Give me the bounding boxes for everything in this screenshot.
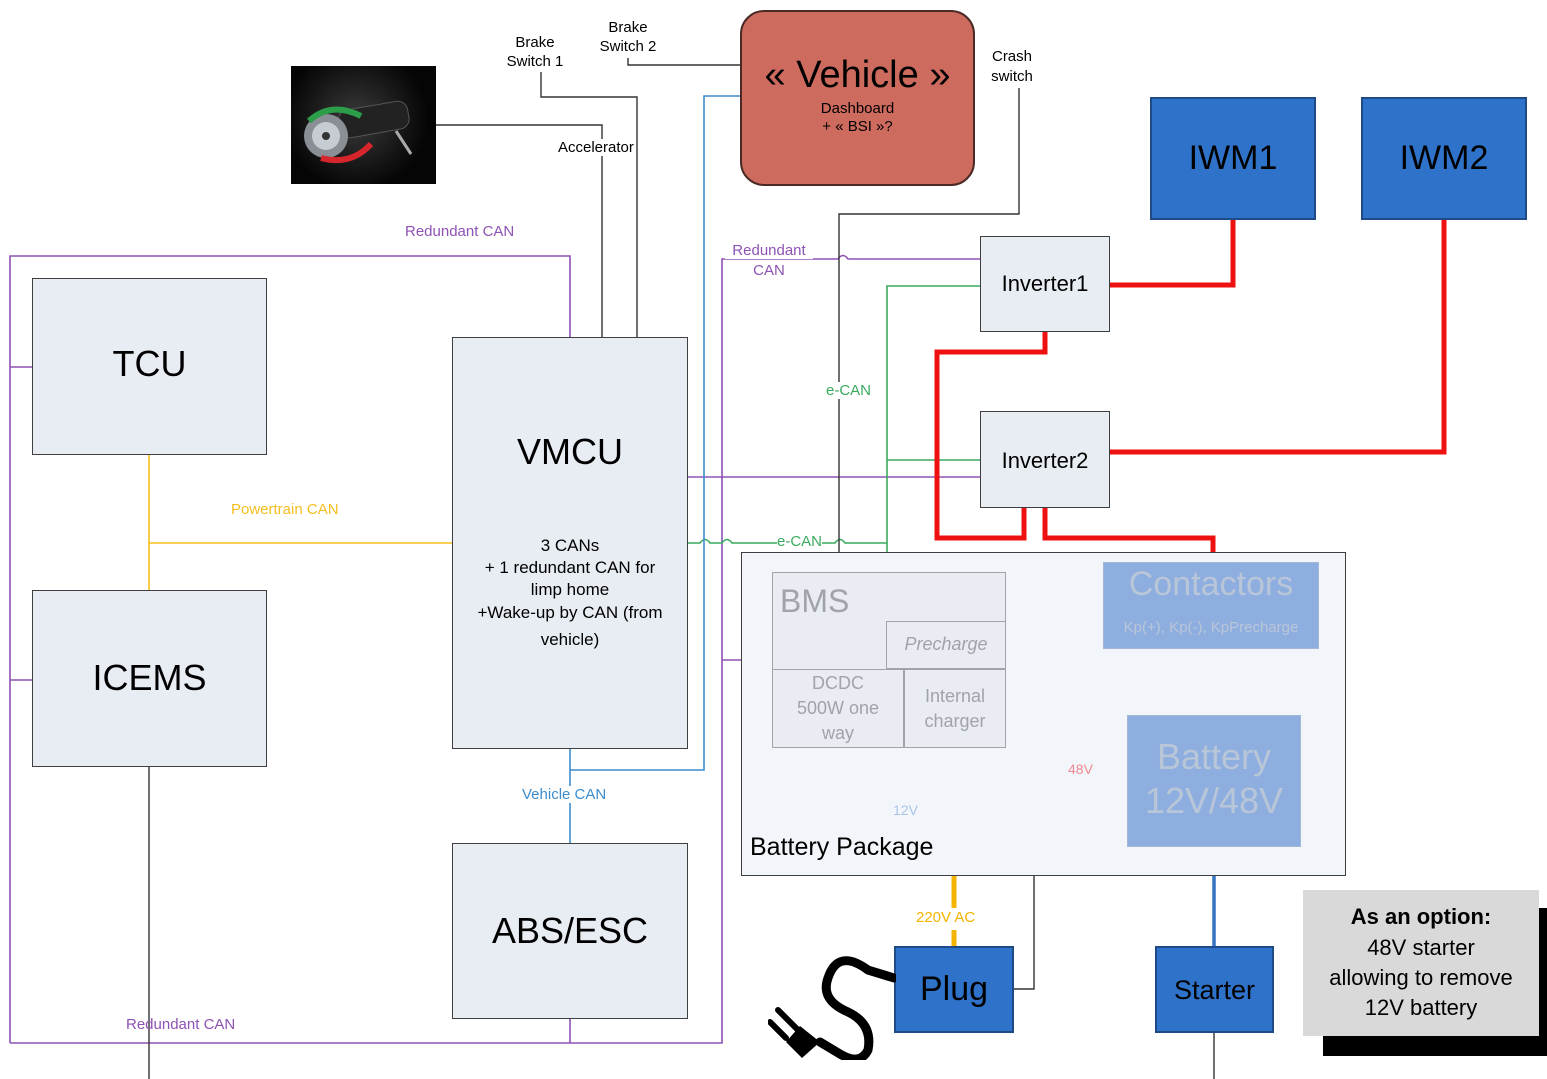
battery-line1: Battery [1128,736,1300,778]
option-note-line2: allowing to remove [1303,965,1539,991]
dcdc-line2: 500W one [773,698,903,719]
battery-package-label: Battery Package [750,833,933,862]
inverter2-box: Inverter2 [980,411,1110,508]
abs-esc-label: ABS/ESC [453,910,687,952]
starter-box: Starter [1155,946,1274,1033]
iwm1-box: IWM1 [1150,97,1316,220]
contactors-subtitle: Kp(+), Kp(-), KpPrecharge [1104,619,1318,636]
12v-label: 12V [893,802,918,818]
vmcu-line3: limp home [453,580,687,600]
brake-switch-2-label-a: Brake [593,19,663,36]
iwm2-label: IWM2 [1363,139,1525,178]
crash-switch-label-a: Crash [980,48,1044,65]
dcdc-line1: DCDC [773,673,903,694]
vmcu-line5: vehicle) [453,630,687,650]
inverter1-box: Inverter1 [980,236,1110,332]
plug-label: Plug [896,970,1012,1009]
vmcu-title: VMCU [453,431,687,473]
dcdc-line3: way [773,723,903,744]
charger-line2: charger [905,711,1005,732]
battery-box: Battery 12V/48V [1127,715,1301,847]
icems-label: ICEMS [33,657,266,699]
option-note: As an option: 48V starter allowing to re… [1303,890,1539,1036]
vehicle-box: « Vehicle » Dashboard + « BSI »? [740,10,975,186]
vehicle-can-label: Vehicle CAN [522,786,606,803]
brake-switch-2-label-b: Switch 2 [593,38,663,55]
iwm2-box: IWM2 [1361,97,1527,220]
abs-esc-box: ABS/ESC [452,843,688,1019]
vehicle-subtitle-dashboard: Dashboard [742,100,973,117]
option-note-line1: 48V starter [1303,935,1539,961]
charger-line1: Internal [905,686,1005,707]
precharge-box: Precharge [886,621,1006,669]
option-note-title: As an option: [1303,904,1539,930]
throttle-grip-icon [291,66,436,184]
contactors-title: Contactors [1104,565,1318,604]
redundant-can-mid-label-b: CAN [725,262,813,279]
accelerator-label: Accelerator [558,139,634,156]
powertrain-can-lines [149,455,452,590]
redundant-can-top-label: Redundant CAN [405,223,514,240]
vmcu-box: VMCU 3 CANs + 1 redundant CAN for limp h… [452,337,688,749]
220v-ac-label: 220V AC [916,909,975,926]
option-note-line3: 12V battery [1303,995,1539,1021]
redundant-can-mid-label-a: Redundant [725,242,813,259]
icems-box: ICEMS [32,590,267,767]
tcu-label: TCU [33,343,266,385]
inverter2-label: Inverter2 [981,448,1109,474]
vehicle-subtitle-bsi: + « BSI »? [742,118,973,135]
brake-switch-1-label-a: Brake [500,34,570,51]
iwm1-label: IWM1 [1152,139,1314,178]
starter-label: Starter [1157,975,1272,1006]
e-can-label-lower: e-CAN [777,533,822,550]
redundant-can-bottom-label: Redundant CAN [126,1016,235,1033]
battery-line2: 12V/48V [1128,780,1300,822]
brake-switch-1-label-b: Switch 1 [500,53,570,70]
tcu-box: TCU [32,278,267,455]
vehicle-title: « Vehicle » [742,54,973,97]
48v-label: 48V [1068,761,1093,777]
precharge-label: Precharge [887,634,1005,655]
contactors-box: Contactors Kp(+), Kp(-), KpPrecharge [1103,562,1319,649]
powertrain-can-label: Powertrain CAN [231,501,339,518]
e-can-label-upper: e-CAN [826,382,871,399]
bms-label: BMS [780,583,849,620]
internal-charger-box: Internal charger [904,669,1006,748]
plug-box: Plug [894,946,1014,1033]
dcdc-box: DCDC 500W one way [772,669,904,748]
inverter1-label: Inverter1 [981,271,1109,297]
crash-switch-label-b: switch [980,68,1044,85]
vmcu-line1: 3 CANs [453,536,687,556]
power-plug-icon [768,950,896,1060]
vmcu-line2: + 1 redundant CAN for [453,558,687,578]
vmcu-line4: +Wake-up by CAN (from [453,603,687,623]
